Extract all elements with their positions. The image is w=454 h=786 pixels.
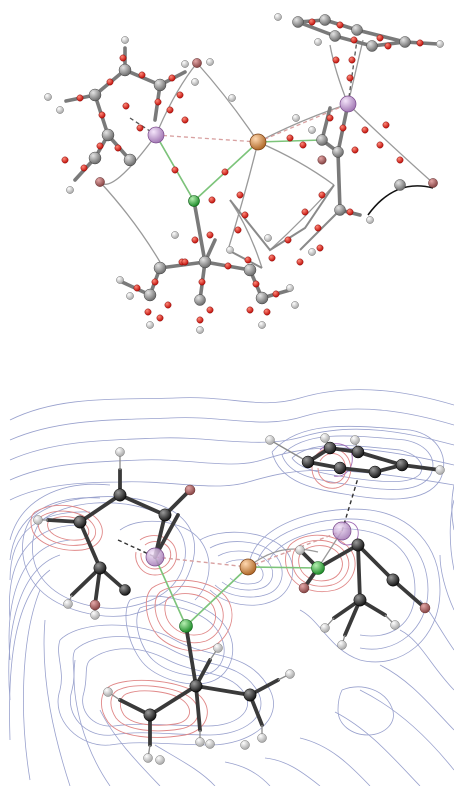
carbon-atoms: [88, 14, 411, 306]
hydrogen-atoms: [33, 433, 445, 765]
contour-map-panel: [8, 389, 454, 786]
metal-centers: [147, 95, 357, 144]
molecular-graph-panel: [44, 13, 444, 334]
copper-atom: [239, 558, 257, 576]
metal-centers: [145, 521, 352, 567]
carbon-atoms: [73, 441, 409, 722]
hydrogen-atoms: [44, 13, 444, 334]
chlorine-atom: [311, 561, 325, 575]
oxygen-atoms: [95, 58, 438, 188]
chlorine-atom: [188, 195, 200, 207]
bond-critical-points: [61, 18, 424, 324]
chlorine-bond-paths: [154, 556, 319, 687]
positive-density-lobes: [30, 447, 356, 738]
chlorine-bond-paths: [155, 134, 323, 202]
covalent-bonds: [64, 18, 440, 302]
bond-paths: [99, 39, 434, 269]
dashed-interactions: [129, 39, 358, 143]
chlorine-atom: [179, 619, 193, 633]
oxygen-atoms: [89, 484, 431, 614]
density-contours: [8, 389, 454, 786]
copper-atom: [249, 133, 267, 151]
